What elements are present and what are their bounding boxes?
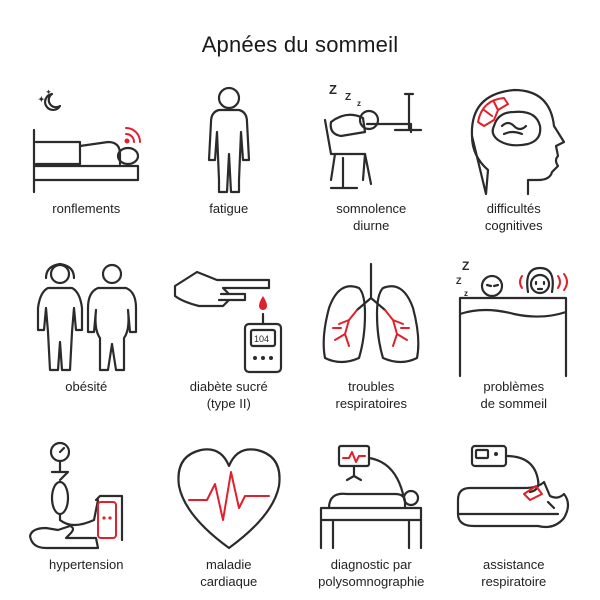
symptom-label: problèmes de sommeil xyxy=(480,379,547,411)
lungs-icon xyxy=(322,262,420,364)
symptom-card: Z Z z problèmes de sommeil xyxy=(443,248,586,426)
symptom-label: difficultés cognitives xyxy=(484,201,543,233)
symptom-card: maladie cardiaque xyxy=(158,426,301,600)
symptom-label: maladie cardiaque xyxy=(200,557,258,589)
symptom-label: ronflements xyxy=(52,201,121,216)
heart-pulse-icon xyxy=(176,448,281,550)
symptom-label: hypertension xyxy=(49,557,124,572)
symptom-label: fatigue xyxy=(209,201,249,216)
snoring-icon: ✦ ✦ xyxy=(32,89,141,194)
svg-text:✦: ✦ xyxy=(38,95,45,104)
symptom-card: fatigue xyxy=(158,70,301,248)
svg-text:104: 104 xyxy=(254,334,269,344)
symptom-card: troubles respiratoires xyxy=(300,248,443,426)
fatigue-icon xyxy=(207,86,250,194)
polysomnography-icon xyxy=(319,444,423,550)
cpap-icon xyxy=(456,444,569,529)
brain-icon xyxy=(470,88,565,196)
symptom-card: diagnostic par polysomnographie xyxy=(300,426,443,600)
symptom-card: hypertension xyxy=(15,426,158,600)
symptom-label: assistance respiratoire xyxy=(481,557,547,589)
svg-text:z: z xyxy=(357,99,361,108)
symptom-label: obésité xyxy=(65,379,108,394)
symptom-label: diagnostic par polysomnographie xyxy=(318,557,425,589)
symptom-card: obésité xyxy=(15,248,158,426)
symptom-grid: ✦ ✦ ronflements fatigue Z Z z xyxy=(15,70,585,600)
blood-pressure-icon xyxy=(28,441,124,550)
glucose-meter-icon: 104 xyxy=(173,270,282,374)
symptom-card: Z Z z somnolence diurne xyxy=(300,70,443,248)
obesity-icon xyxy=(36,262,138,372)
sleepy-desk-icon: Z Z z xyxy=(323,82,423,190)
symptom-card: 104 diabète sucré (type II) xyxy=(158,248,301,426)
symptom-card: assistance respiratoire xyxy=(443,426,586,600)
svg-text:Z: Z xyxy=(345,92,351,103)
couple-in-bed-icon: Z Z z xyxy=(456,259,568,378)
page-title: Apnées du sommeil xyxy=(201,32,399,57)
symptom-label: troubles respiratoires xyxy=(335,379,408,411)
svg-text:z: z xyxy=(464,289,468,298)
svg-text:Z: Z xyxy=(329,82,337,97)
symptom-label: somnolence diurne xyxy=(336,201,407,233)
svg-text:✦: ✦ xyxy=(46,89,51,96)
symptom-label: diabète sucré (type II) xyxy=(189,379,268,411)
svg-text:Z: Z xyxy=(456,276,462,286)
symptom-card: ✦ ✦ ronflements xyxy=(15,70,158,248)
symptom-card: difficultés cognitives xyxy=(443,70,586,248)
svg-text:Z: Z xyxy=(462,259,469,273)
